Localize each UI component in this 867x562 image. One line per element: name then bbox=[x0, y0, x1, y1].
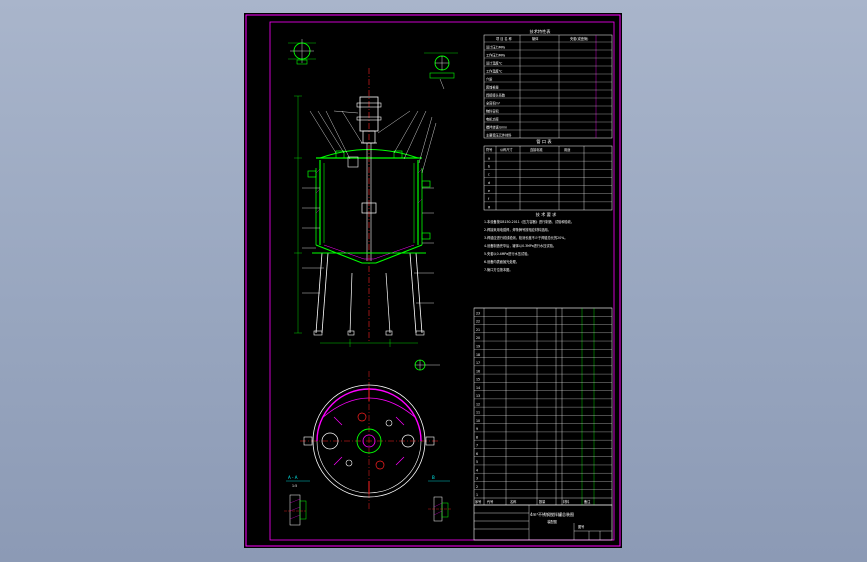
parts-row-number: 10 bbox=[476, 419, 480, 423]
parts-row-number: 5 bbox=[476, 460, 478, 464]
nozzle-row-symbol: a bbox=[488, 156, 490, 160]
svg-text:技术特性表: 技术特性表 bbox=[530, 28, 552, 35]
requirement-line: 1.本设备按GB150-2011《压力容器》进行制造、试验和验收。 bbox=[484, 219, 574, 224]
tech-row-label: 介质 bbox=[486, 76, 493, 81]
nozzle-row-symbol: d bbox=[488, 181, 490, 185]
tech-row-label: 工作温度℃ bbox=[486, 68, 503, 73]
section-detail-a: A - A 1:5 bbox=[284, 475, 310, 526]
nozzle-col-header: 符号 bbox=[486, 147, 492, 152]
parts-col-header: 代号 bbox=[487, 499, 493, 504]
nozzle-row-symbol: e bbox=[488, 189, 490, 193]
outer-frame bbox=[245, 14, 621, 547]
parts-row-number: 20 bbox=[476, 336, 480, 340]
tech-row-label: 全容积m³ bbox=[486, 100, 501, 105]
parts-row-number: 4 bbox=[476, 468, 478, 472]
tech-row-label: 电机功率 bbox=[486, 116, 500, 121]
requirement-line: 3.焊缝应进行射线检测，检测长度不少于焊缝总长的20%。 bbox=[484, 235, 567, 240]
parts-row-number: 6 bbox=[476, 452, 478, 456]
inner-frame bbox=[269, 21, 615, 541]
tech-row-label: 设计温度℃ bbox=[486, 60, 503, 65]
parts-row-number: 14 bbox=[476, 386, 480, 390]
parts-row-number: 23 bbox=[476, 311, 480, 315]
requirement-line: 5.夹套以0.4MPa进行水压试验。 bbox=[484, 251, 530, 256]
requirement-line: 6.设备内表面抛光处理。 bbox=[484, 259, 519, 264]
nozzle-row-symbol: b bbox=[488, 164, 490, 168]
parts-col-header: 材料 bbox=[563, 499, 570, 504]
parts-row-number: 3 bbox=[476, 477, 478, 481]
drawing-canvas: A - A 1:5 B 技术特 bbox=[245, 14, 621, 547]
parts-row-number: 22 bbox=[476, 320, 480, 324]
parts-row-number: 18 bbox=[476, 353, 480, 357]
svg-text:1:5: 1:5 bbox=[292, 484, 297, 488]
tech-row-label: 焊接接头系数 bbox=[486, 92, 506, 97]
parts-row-number: 19 bbox=[476, 345, 480, 349]
parts-row-number: 8 bbox=[476, 435, 478, 439]
plan-view bbox=[300, 359, 440, 511]
nozzle-col-header: 用途 bbox=[564, 147, 571, 152]
nozzle-col-header: 连接标准 bbox=[530, 147, 544, 152]
svg-text:管 口 表: 管 口 表 bbox=[536, 138, 552, 145]
drawing-sheet: A - A 1:5 B 技术特 bbox=[244, 13, 622, 548]
parts-row-number: 2 bbox=[476, 485, 478, 489]
requirement-line: 4.设备制造完毕后，罐体以0.3MPa进行水压试验。 bbox=[484, 243, 556, 248]
parts-col-header: 序号 bbox=[475, 499, 481, 504]
nozzle-row-symbol: f bbox=[488, 197, 490, 201]
svg-text:B: B bbox=[432, 475, 435, 480]
section-detail-b: B bbox=[428, 475, 452, 522]
parts-row-number: 21 bbox=[476, 328, 480, 332]
tech-row-label: 主要受压元件材料 bbox=[486, 132, 512, 137]
svg-text:A - A: A - A bbox=[288, 475, 298, 480]
parts-row-number: 17 bbox=[476, 361, 480, 365]
parts-row-number: 16 bbox=[476, 369, 480, 373]
tech-row-label: 腐蚀裕量 bbox=[486, 84, 500, 89]
parts-row-number: 11 bbox=[476, 411, 480, 415]
drawing-subtitle: 装配图 bbox=[547, 519, 557, 524]
drawing-title: 4m³不锈钢搅拌罐总装图 bbox=[530, 511, 574, 517]
nozzle-row-symbol: g bbox=[488, 205, 490, 209]
tech-characteristics-table: 技术特性表 项 目 名 称 罐体 夹套(或盘管) 设计压力MPa 工作压力MPa 设… bbox=[483, 28, 613, 139]
nozzle-row-symbol: c bbox=[488, 173, 490, 177]
parts-col-header: 备注 bbox=[584, 499, 591, 504]
tech-row-label: 搅拌转速r/min bbox=[486, 124, 507, 129]
detail-flange-view bbox=[424, 52, 458, 90]
tech-row-label: 物料容积 bbox=[486, 108, 500, 113]
parts-row-number: 15 bbox=[476, 378, 480, 382]
svg-text:罐体: 罐体 bbox=[532, 36, 539, 41]
parts-row-number: 13 bbox=[476, 394, 480, 398]
parts-row-number: 12 bbox=[476, 402, 480, 406]
parts-row-number: 1 bbox=[476, 493, 478, 497]
tech-row-label: 工作压力MPa bbox=[486, 52, 505, 57]
parts-row-number: 7 bbox=[476, 444, 478, 448]
nozzle-col-header: 公称尺寸 bbox=[500, 147, 514, 152]
tech-requirements: 技 术 要 求 1.本设备按GB150-2011《压力容器》进行制造、试验和验收… bbox=[484, 211, 574, 272]
requirement-line: 7.管口方位按本图。 bbox=[484, 267, 513, 272]
svg-text:图号: 图号 bbox=[578, 524, 584, 529]
impeller bbox=[361, 202, 377, 214]
tech-row-label: 设计压力MPa bbox=[486, 44, 505, 49]
svg-text:项 目 名 称: 项 目 名 称 bbox=[496, 36, 513, 41]
svg-text:技 术 要 求: 技 术 要 求 bbox=[536, 211, 558, 218]
requirement-line: 2.焊接采用电弧焊，焊条牌号按相应材料选用。 bbox=[484, 227, 551, 232]
svg-text:夹套(或盘管): 夹套(或盘管) bbox=[570, 36, 588, 41]
detail-nozzle-view bbox=[288, 39, 316, 65]
title-block: 4m³不锈钢搅拌罐总装图 装配图 图号 bbox=[473, 504, 613, 541]
parts-col-header: 数量 bbox=[539, 499, 546, 504]
elevation-view bbox=[294, 68, 437, 347]
parts-col-header: 名称 bbox=[510, 499, 517, 504]
parts-row-number: 9 bbox=[476, 427, 478, 431]
